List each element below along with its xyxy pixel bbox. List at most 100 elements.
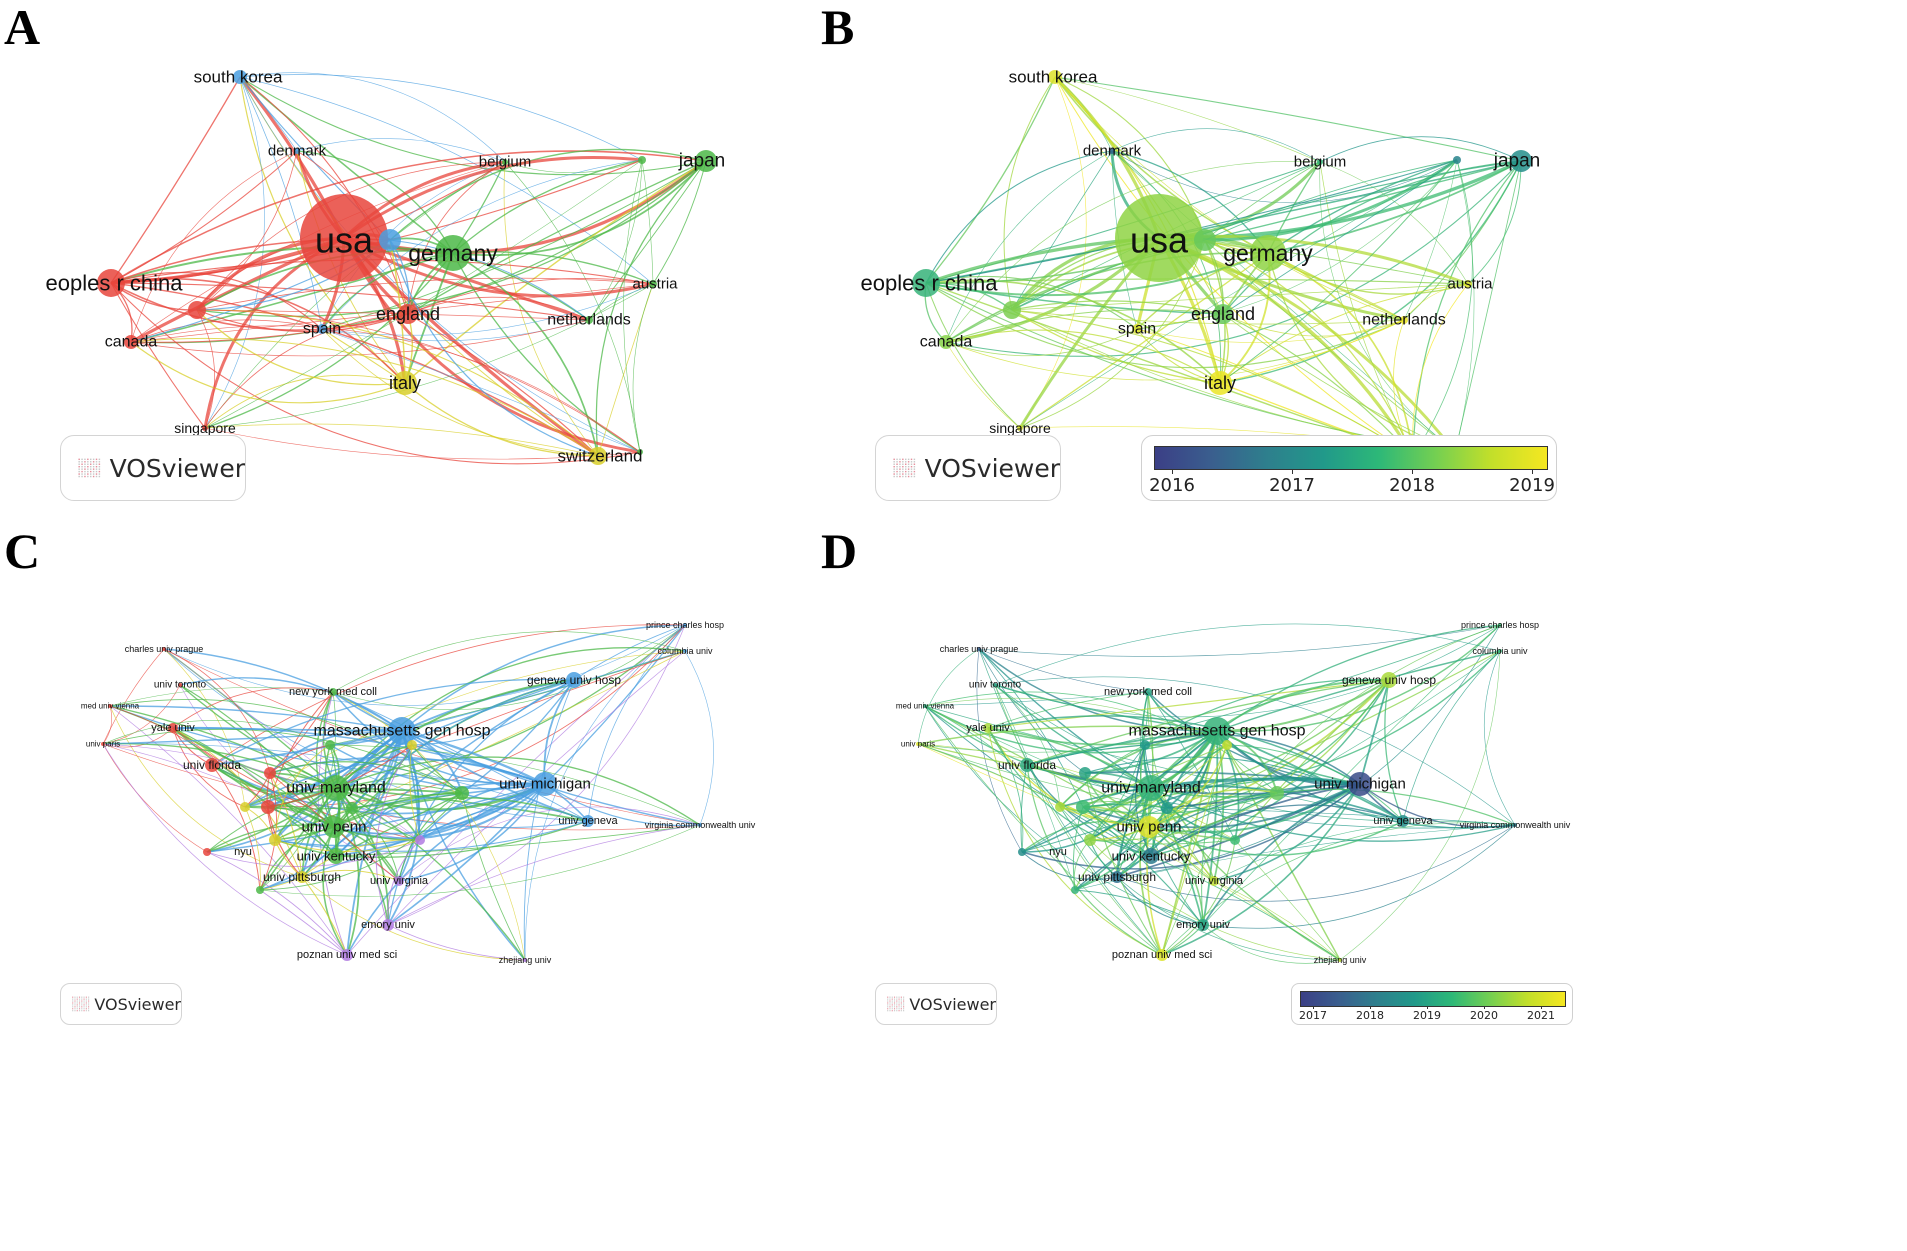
network-edge <box>1204 161 1321 241</box>
label-univ-pittsburgh: univ pittsburgh <box>263 870 341 884</box>
year-tick-2018: 2018 <box>1356 1009 1384 1022</box>
network-edge <box>1161 744 1228 956</box>
network-edge <box>1204 159 1458 241</box>
network-edge <box>1026 764 1516 829</box>
network-edge <box>1026 764 1163 956</box>
network-edge <box>411 744 546 785</box>
network-edge <box>684 650 714 826</box>
network-edge <box>1144 733 1361 785</box>
network-edge <box>1011 309 1221 384</box>
network-edge <box>623 159 643 453</box>
network-edge <box>917 743 1061 808</box>
network-edge <box>102 743 208 853</box>
label-germany: germany <box>1223 240 1313 266</box>
network-edge <box>389 148 707 241</box>
network-edge <box>387 824 701 926</box>
label-usa: usa <box>315 220 374 261</box>
network-edge <box>239 74 643 161</box>
network-edge <box>452 252 599 457</box>
network-edge <box>978 648 1152 789</box>
network-edge <box>1226 744 1361 785</box>
network-edge <box>342 236 599 458</box>
network-edge <box>163 648 403 732</box>
network-edge <box>1216 679 1390 732</box>
network-edge <box>332 691 589 822</box>
network-edge <box>1226 744 1404 822</box>
network-edge <box>102 729 463 794</box>
node-emory-univ <box>1197 919 1209 931</box>
network-edge <box>269 744 331 774</box>
network-edge <box>239 72 506 163</box>
network-edge <box>452 159 643 254</box>
unlabeled-node <box>379 229 401 251</box>
network-edge <box>924 697 1228 746</box>
node-usa <box>1115 194 1203 282</box>
network-edge <box>652 160 707 285</box>
network-edge <box>632 283 654 453</box>
panel-letter-b: B <box>821 0 855 55</box>
vosviewer-badge-c: VOSviewer <box>60 983 182 1025</box>
label-eoples-r-china: eoples r china <box>861 271 999 296</box>
network-edge <box>259 889 348 956</box>
network-edge <box>1054 76 1321 163</box>
label-columbia-univ: columbia univ <box>657 646 713 656</box>
network-edge <box>206 783 546 853</box>
network-edge <box>597 283 654 457</box>
network-edge <box>269 761 463 794</box>
network-edge <box>196 160 707 318</box>
network-edge <box>1150 787 1341 961</box>
network-edge <box>196 309 641 453</box>
label-canada: canada <box>920 334 973 351</box>
vosviewer-badge-d: VOSviewer <box>875 983 997 1025</box>
node-england <box>1213 304 1233 324</box>
network-edge <box>398 806 701 882</box>
network-edge <box>1082 744 1228 808</box>
network-edge <box>204 374 406 429</box>
network-edge <box>978 648 1086 774</box>
network-edge <box>333 744 413 828</box>
network-edge <box>1216 650 1501 732</box>
label-belgium: belgium <box>479 154 532 171</box>
network-edge <box>239 76 707 176</box>
network-edge <box>1148 744 1228 828</box>
unlabeled-node <box>1055 802 1065 812</box>
network-edge <box>1054 76 1522 162</box>
vosviewer-logo-icon <box>72 996 90 1012</box>
label-massachusetts-gen-hosp: massachusetts gen hosp <box>314 723 491 740</box>
network-edge <box>1116 744 1228 878</box>
network-edge <box>1021 783 1361 870</box>
unlabeled-node <box>261 800 275 814</box>
network-edge <box>401 624 686 732</box>
node-univ-maryland <box>1138 775 1164 801</box>
network-edge <box>945 161 1321 343</box>
network-edge <box>1059 801 1168 809</box>
network-edge <box>1084 772 1163 956</box>
label-prince-charles-hosp: prince charles hosp <box>646 620 724 630</box>
network-edge <box>987 727 1163 956</box>
node-univ-toronto <box>178 683 182 687</box>
network-edge <box>1116 876 1204 926</box>
network-edge <box>1234 679 1390 841</box>
network-edge <box>211 764 261 891</box>
network-edge <box>1204 239 1414 457</box>
network-edge <box>244 806 261 891</box>
network-edge <box>1222 313 1414 457</box>
network-edge <box>924 705 1163 956</box>
label-univ-maryland: univ maryland <box>1101 780 1201 797</box>
network-edge <box>1412 283 1469 457</box>
label-nyu: nyu <box>1049 846 1067 858</box>
unlabeled-node <box>1071 886 1079 894</box>
node-univ-virginia <box>394 876 404 886</box>
label-univ-toronto: univ toronto <box>154 680 207 691</box>
network-edge <box>206 851 348 956</box>
network-edge <box>994 676 1516 826</box>
network-edge <box>130 319 323 343</box>
network-edge <box>301 869 400 882</box>
tick-mark <box>1532 469 1533 474</box>
network-edge <box>976 648 1023 853</box>
network-edge <box>1111 150 1456 453</box>
